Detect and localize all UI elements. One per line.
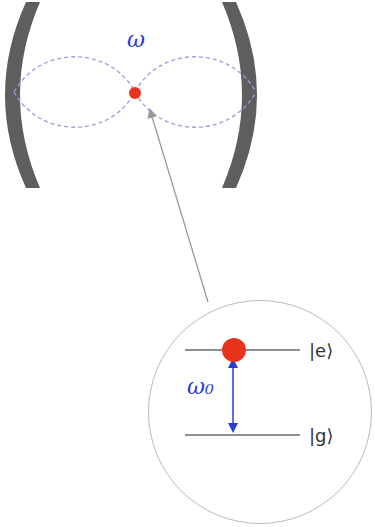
zoom-circle: |e⟩ ω₀ |g⟩ [148, 300, 372, 524]
standing-wave [14, 57, 256, 128]
standing-wave [14, 57, 256, 128]
right-mirror [222, 2, 257, 188]
ground-level [185, 434, 300, 435]
frequency-label: ω₀ [187, 375, 214, 399]
level-label: |e⟩ [309, 341, 333, 361]
zoom-leader [150, 110, 208, 302]
atom-dot [129, 87, 141, 99]
level-label: |g⟩ [309, 426, 334, 446]
electron-dot [222, 338, 246, 362]
left-mirror [5, 2, 40, 188]
mode-frequency-label: ω [127, 28, 145, 52]
transition-arrow [232, 360, 234, 431]
